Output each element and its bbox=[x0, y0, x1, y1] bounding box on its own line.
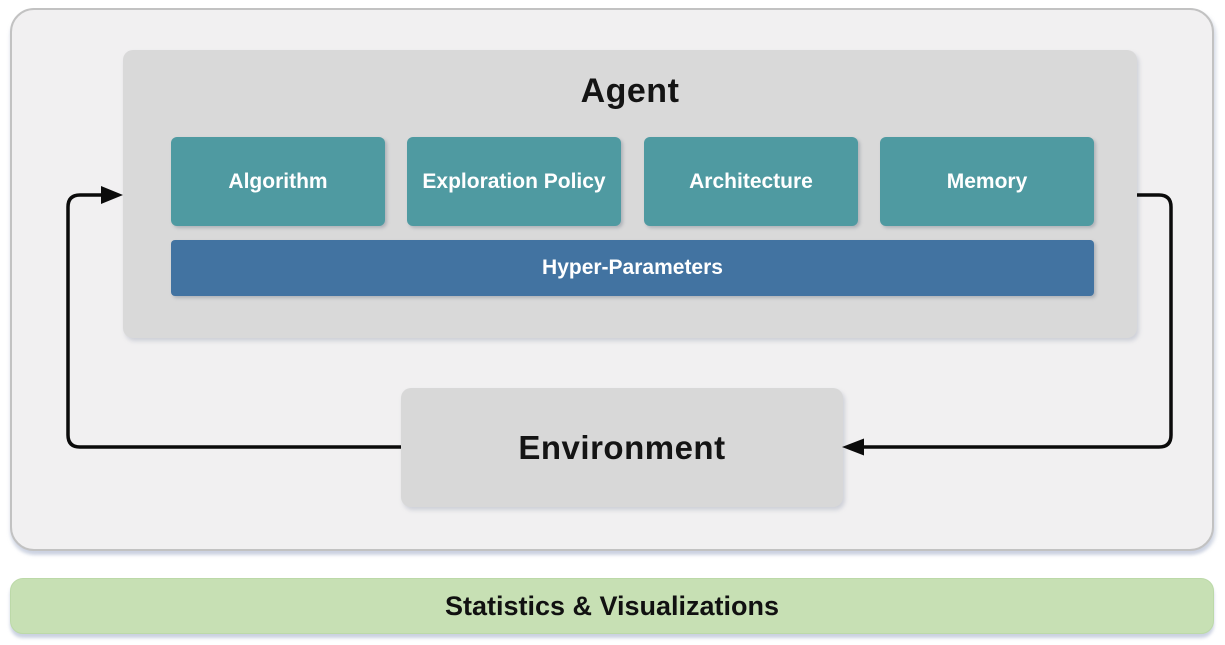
module-algorithm: Algorithm bbox=[171, 137, 385, 226]
hyper-parameters-bar: Hyper-Parameters bbox=[171, 240, 1094, 296]
agent-title: Agent bbox=[580, 72, 680, 110]
module-memory: Memory bbox=[880, 137, 1094, 226]
statistics-visualizations-bar: Statistics & Visualizations bbox=[10, 578, 1214, 634]
agent-module-row: Algorithm Exploration Policy Architectur… bbox=[123, 50, 1137, 338]
module-architecture: Architecture bbox=[644, 137, 858, 226]
environment-box: Environment bbox=[401, 388, 843, 507]
agent-box: Agent Algorithm Exploration Policy Archi… bbox=[123, 50, 1137, 338]
module-exploration-policy: Exploration Policy bbox=[407, 137, 621, 226]
